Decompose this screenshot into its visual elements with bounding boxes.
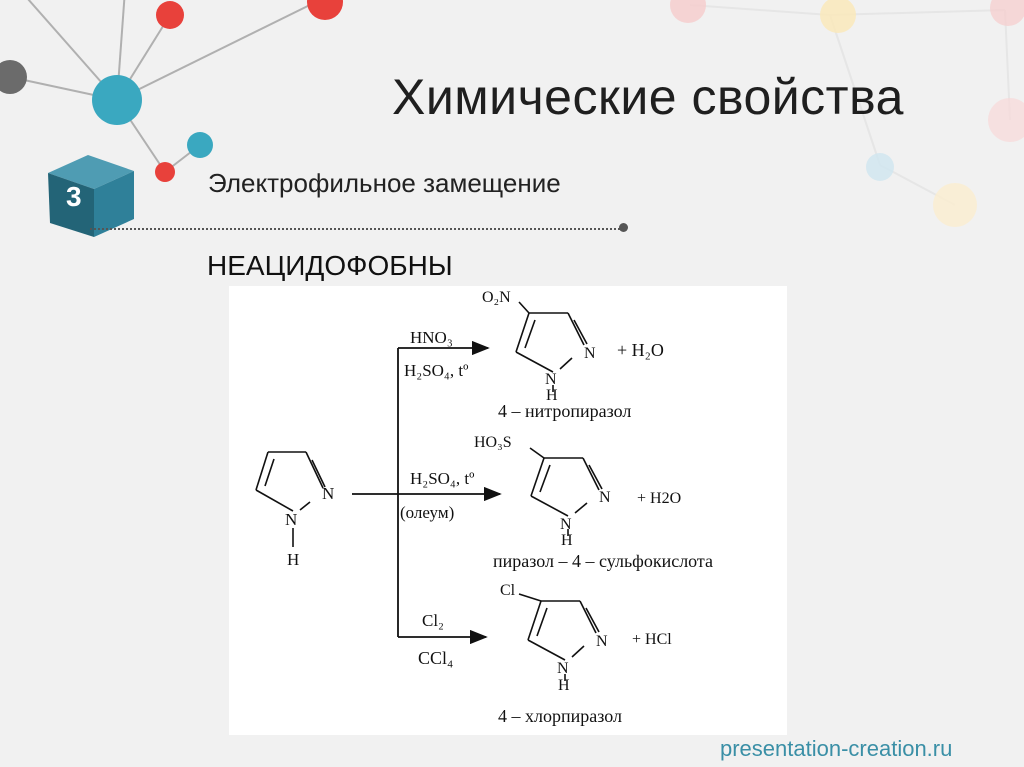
product-2-byproduct: + H2O (637, 490, 681, 507)
section-badge: 3 (44, 153, 138, 239)
product-3-byproduct: + HCl (632, 631, 672, 648)
product-2-nh: N (560, 516, 572, 533)
product-3-ring (518, 593, 600, 681)
reactant-h: H (287, 550, 299, 569)
watermark-link[interactable]: presentation-creation.ru (720, 736, 953, 761)
product-1-h: H (546, 387, 558, 404)
page-title: Химические свойства (392, 69, 904, 125)
cube-icon (48, 155, 134, 237)
dotted-divider (90, 228, 620, 230)
reaction-1-reagent-bottom: H₂SO₄, tº (404, 361, 468, 380)
product-3-nh: N (557, 660, 569, 677)
reaction-scheme: N N H HNO₃ H₂SO₄, tº H₂SO₄, tº (олеум) C… (229, 286, 787, 735)
product-3-substituent: Cl (500, 582, 516, 599)
reaction-2-reagent-bottom: (олеум) (400, 503, 454, 522)
reactant-n: N (322, 484, 334, 503)
divider-end-dot (619, 223, 628, 232)
product-1-byproduct: + H₂O (617, 340, 664, 360)
reaction-3-reagent-top: Cl₂ (422, 611, 444, 630)
reaction-2-reagent-top: H₂SO₄, tº (410, 469, 474, 488)
product-2-name: пиразол – 4 – сульфокислота (493, 551, 713, 571)
section-heading: НЕАЦИДОФОБНЫ (207, 250, 453, 281)
product-2-substituent: HO₃S (474, 434, 512, 451)
product-2-h: H (561, 532, 573, 549)
product-2-ring (529, 447, 603, 536)
product-3-n: N (596, 633, 608, 650)
reaction-arrows (352, 340, 502, 645)
product-1-ring (515, 301, 588, 392)
reaction-1-reagent-top: HNO₃ (410, 328, 453, 347)
product-1-name: 4 – нитропиразол (498, 401, 631, 421)
product-3-h: H (558, 677, 570, 694)
reactant-pyrazole (255, 451, 326, 547)
product-2-n: N (599, 489, 611, 506)
product-1-nh: N (545, 371, 557, 388)
product-1-n: N (584, 345, 596, 362)
product-3-name: 4 – хлорпиразол (498, 706, 622, 726)
section-subtitle: Электрофильное замещение (208, 168, 561, 198)
product-1-substituent: O₂N (482, 289, 511, 306)
reaction-3-reagent-bottom: CCl₄ (418, 648, 453, 668)
section-number: 3 (66, 181, 82, 212)
reactant-nh: N (285, 510, 297, 529)
